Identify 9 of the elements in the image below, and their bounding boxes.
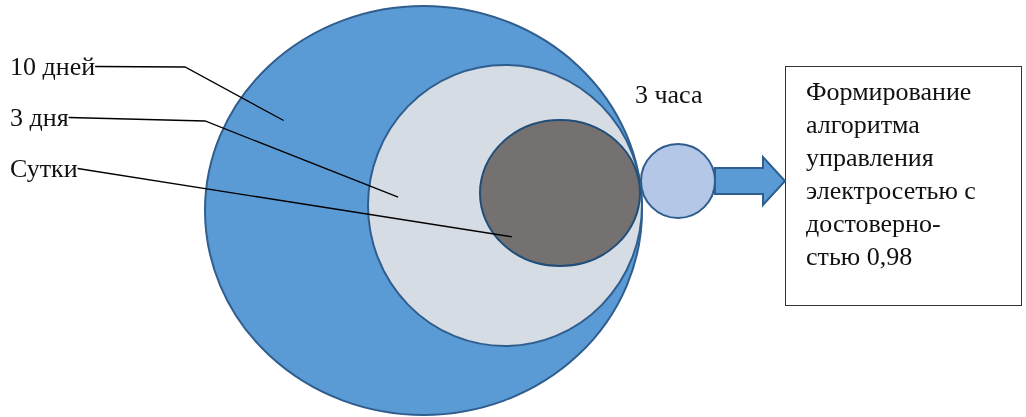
- label-text: 10 дней: [10, 52, 96, 81]
- label-text: 3 дня: [10, 103, 69, 132]
- leader-line: [76, 167, 513, 238]
- leader-line: [67, 116, 399, 198]
- block-arrow: [714, 154, 787, 208]
- time-label: 3 часа: [635, 79, 703, 111]
- text-box: Формирование алгоритма управления электросетью с достоверно- стью 0,98: [785, 66, 1022, 306]
- leader-line: [94, 65, 285, 122]
- label-text: Сутки: [10, 154, 78, 183]
